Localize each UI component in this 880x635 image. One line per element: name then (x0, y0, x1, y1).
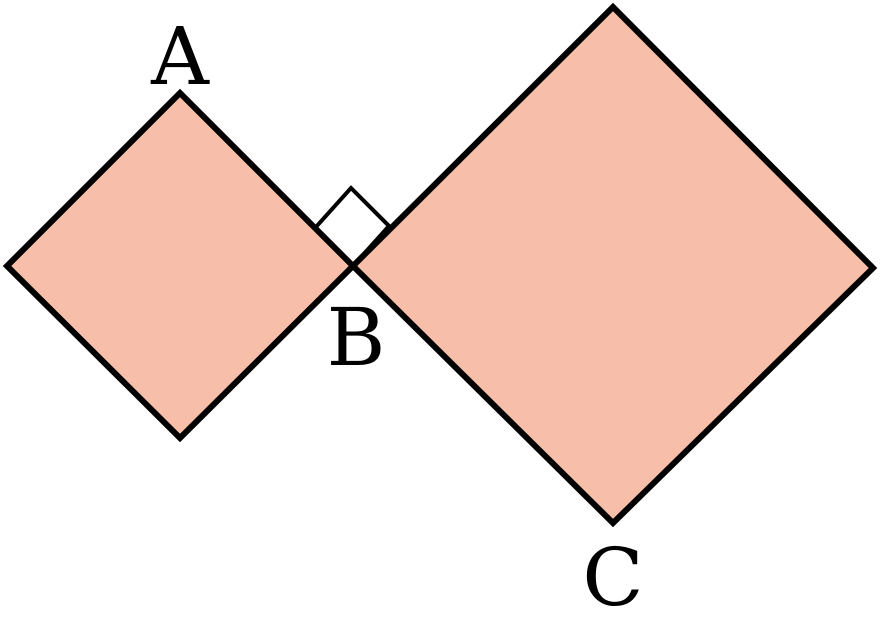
vertex-label-b: B (327, 291, 386, 384)
small-square (2, 88, 358, 443)
vertex-label-c: C (582, 531, 643, 624)
vertex-label-a: A (150, 10, 210, 103)
large-square (348, 2, 878, 528)
